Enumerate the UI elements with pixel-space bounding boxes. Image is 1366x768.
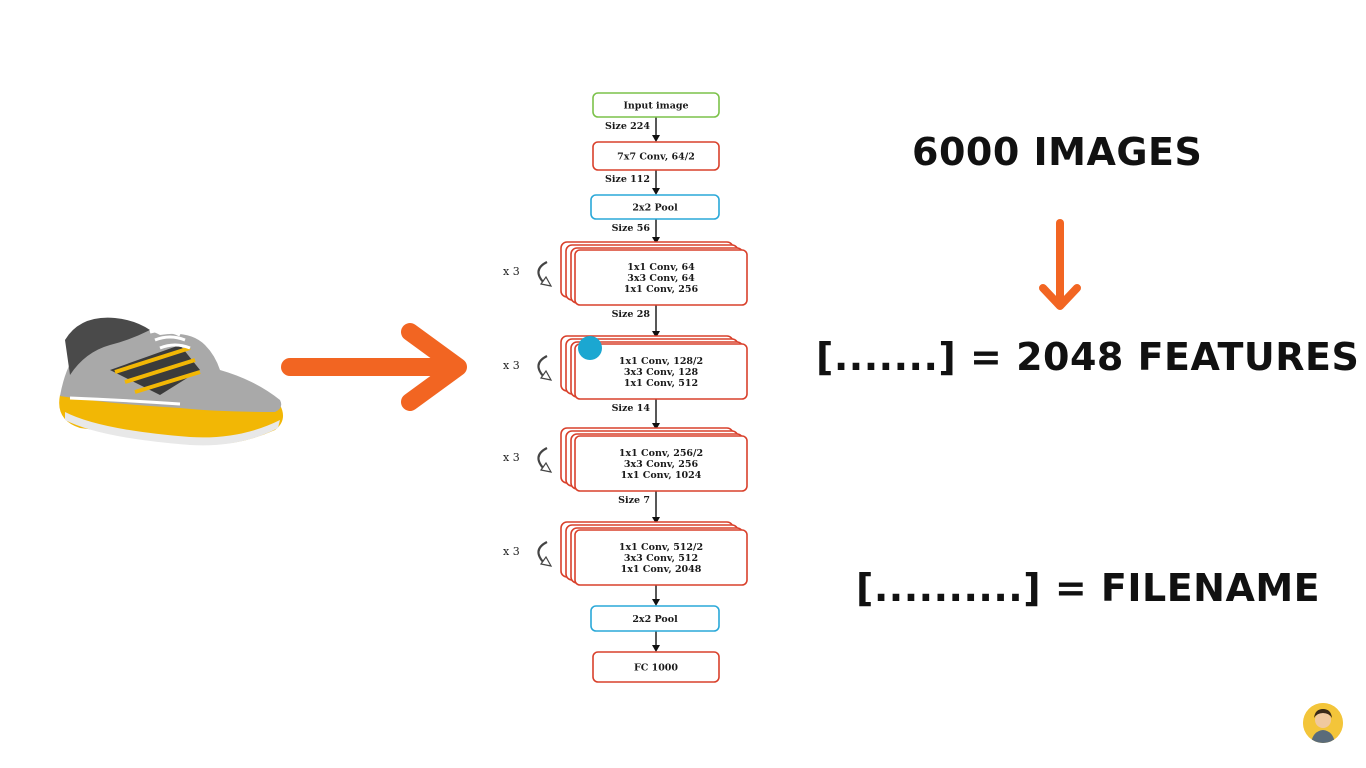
layer-box-block3 xyxy=(574,435,748,492)
layer-box-block4 xyxy=(574,529,748,586)
layer-label: 1x1 Conv, 256/2 xyxy=(619,448,703,459)
layer-label: 1x1 Conv, 128/2 xyxy=(619,356,703,367)
layer-label: 1x1 Conv, 512 xyxy=(624,378,698,389)
repeat-label: x 3 xyxy=(503,451,520,464)
right-arrow-icon xyxy=(281,323,467,411)
layer-label: 3x3 Conv, 128 xyxy=(624,367,699,378)
features-equation: [.......] = 2048 FEATURES xyxy=(816,335,1360,379)
loop-arrowhead xyxy=(539,461,553,473)
edge-arrowhead xyxy=(652,188,660,195)
edge-size-label: Size 7 xyxy=(618,495,650,506)
layer-label: 2x2 Pool xyxy=(632,203,678,214)
repeat-label: x 3 xyxy=(503,359,520,372)
layer-label: 1x1 Conv, 1024 xyxy=(621,470,702,481)
layer-label: Input image xyxy=(623,101,688,112)
edge-arrowhead xyxy=(652,135,660,142)
edge-arrowhead xyxy=(652,599,660,606)
edge-arrowhead xyxy=(652,645,660,652)
edge-size-label: Size 224 xyxy=(605,121,650,132)
edge-arrowhead xyxy=(652,331,660,338)
repeat-label: x 3 xyxy=(503,545,520,558)
down-arrow-icon xyxy=(1039,219,1081,310)
edge-size-label: Size 56 xyxy=(612,223,651,234)
edge-arrowhead xyxy=(652,517,660,524)
edge-size-label: Size 112 xyxy=(605,174,650,185)
loop-arrowhead xyxy=(539,275,553,287)
sneaker-image xyxy=(59,317,284,446)
layer-label: FC 1000 xyxy=(634,663,678,674)
layer-label: 1x1 Conv, 256 xyxy=(624,284,699,295)
layer-box-fc xyxy=(592,651,720,683)
layer-label: 2x2 Pool xyxy=(632,614,678,625)
repeat-label: x 3 xyxy=(503,265,520,278)
layer-box-pool2 xyxy=(590,605,720,632)
edge-arrowhead xyxy=(652,423,660,430)
layer-label: 7x7 Conv, 64/2 xyxy=(617,152,695,163)
layer-label: 3x3 Conv, 512 xyxy=(624,553,698,564)
images-count-headline: 6000 IMAGES xyxy=(912,130,1203,174)
filename-equation: [..........] = FILENAME xyxy=(856,566,1321,610)
layer-box-conv7 xyxy=(592,141,720,171)
avatar-face xyxy=(1303,703,1343,743)
layer-label: 1x1 Conv, 2048 xyxy=(621,564,702,575)
loop-arrowhead xyxy=(539,555,553,567)
cursor-dot xyxy=(578,336,602,360)
layer-box-input xyxy=(592,92,720,118)
edge-size-label: Size 14 xyxy=(612,403,651,414)
layer-label: 1x1 Conv, 512/2 xyxy=(619,542,703,553)
layer-label: 1x1 Conv, 64 xyxy=(627,262,695,273)
layer-label: 3x3 Conv, 64 xyxy=(627,273,695,284)
layer-box-block1 xyxy=(574,249,748,306)
avatar-icon[interactable] xyxy=(1303,703,1343,743)
layer-box-pool1 xyxy=(590,194,720,220)
edge-size-label: Size 28 xyxy=(612,309,651,320)
layer-box-block2 xyxy=(574,343,748,400)
layer-label: 3x3 Conv, 256 xyxy=(624,459,699,470)
loop-arrowhead xyxy=(539,369,553,381)
edge-arrowhead xyxy=(652,237,660,244)
